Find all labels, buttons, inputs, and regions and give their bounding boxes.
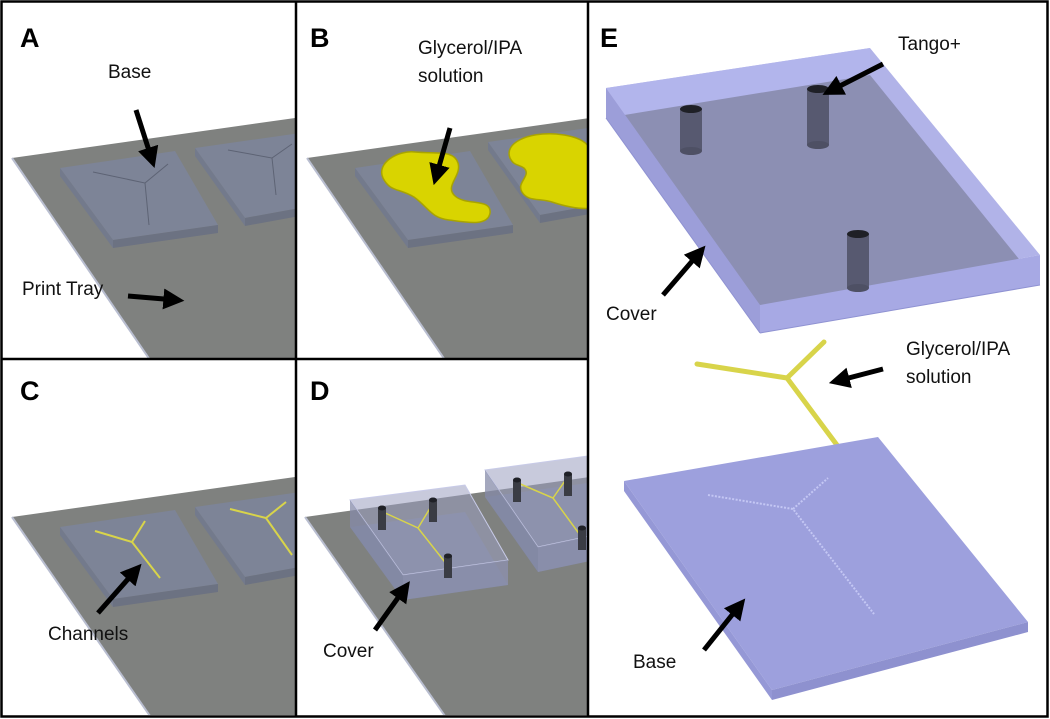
panel-letter-b: B — [310, 23, 330, 53]
channels-label: Channels — [48, 624, 128, 645]
tango-arrow — [822, 61, 885, 95]
cover-label-d: Cover — [323, 641, 374, 662]
solution-arrow-e — [828, 366, 884, 388]
base-plate — [624, 437, 1028, 700]
panel-letter-e: E — [600, 23, 618, 53]
panel-a — [2, 2, 295, 358]
panel-letter-c: C — [20, 376, 40, 406]
base-slab — [195, 133, 295, 226]
port — [444, 556, 452, 578]
port — [513, 480, 521, 502]
base-label-e: Base — [633, 652, 676, 673]
glycerol-solution-blob — [380, 151, 491, 224]
covered-device — [484, 455, 587, 572]
port — [429, 500, 437, 522]
cover-label-e: Cover — [606, 304, 657, 325]
panel-e — [589, 2, 1048, 715]
base-slab — [195, 492, 295, 585]
solution-label-e-line1: Glycerol/IPA — [906, 339, 1011, 360]
base-label: Base — [108, 62, 151, 83]
base-arrow — [133, 109, 159, 169]
base-slab — [60, 510, 218, 607]
panel-letter-d: D — [310, 376, 330, 406]
base-arrow-e — [702, 598, 746, 652]
glycerol-solution-blob — [508, 133, 587, 210]
covered-device — [349, 484, 509, 600]
tango-port — [680, 109, 702, 151]
print-tray-label: Print Tray — [22, 279, 104, 300]
cover-arrow-e — [661, 245, 706, 297]
solution-label-line1: Glycerol/IPA — [418, 38, 523, 59]
tango-port — [847, 234, 869, 288]
port — [378, 508, 386, 530]
panel-c — [2, 360, 295, 715]
cover-block — [605, 48, 1041, 334]
base-slab — [60, 151, 218, 248]
tango-label: Tango+ — [898, 34, 961, 55]
yellow-channels — [229, 501, 293, 556]
port — [578, 528, 586, 550]
solution-label-line2: solution — [418, 66, 484, 87]
base-channels — [707, 477, 875, 615]
yellow-channels — [94, 520, 161, 579]
channels-arrow — [96, 563, 142, 615]
panel-d — [297, 360, 587, 715]
tango-port — [807, 89, 829, 145]
panel-b — [297, 2, 587, 358]
solution-arrow — [429, 127, 453, 186]
panel-letter-a: A — [20, 23, 40, 53]
tray-arrow — [127, 288, 185, 310]
solution-label-e-line2: solution — [906, 367, 972, 388]
cover-arrow — [372, 581, 410, 632]
port — [564, 474, 572, 496]
